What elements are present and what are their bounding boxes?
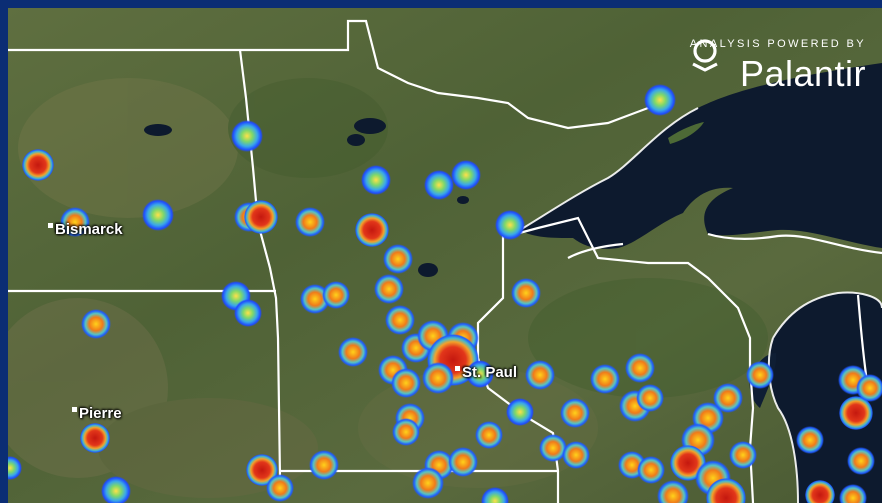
heat-spot[interactable]	[142, 199, 174, 231]
heat-spot[interactable]	[81, 309, 111, 339]
heat-spot[interactable]	[422, 362, 454, 394]
heat-spot[interactable]	[644, 84, 676, 116]
heat-spot[interactable]	[266, 474, 294, 502]
heat-spot[interactable]	[244, 200, 278, 234]
heat-spot[interactable]	[746, 361, 774, 389]
heat-spot[interactable]	[391, 368, 421, 398]
heat-spot[interactable]	[22, 149, 54, 181]
heat-spot[interactable]	[448, 447, 478, 477]
heat-spot[interactable]	[637, 456, 665, 484]
heat-spot[interactable]	[511, 278, 541, 308]
heat-spot[interactable]	[495, 210, 525, 240]
heat-spot[interactable]	[839, 484, 867, 503]
heat-spot[interactable]	[729, 441, 757, 469]
heat-spot[interactable]	[706, 478, 746, 503]
heat-spot[interactable]	[481, 487, 509, 503]
heat-spot[interactable]	[383, 244, 413, 274]
small-lakes	[144, 118, 469, 277]
land-area	[8, 8, 882, 503]
heat-spot[interactable]	[466, 360, 494, 388]
heat-spot[interactable]	[636, 384, 664, 412]
heat-spot[interactable]	[309, 450, 339, 480]
heat-spot[interactable]	[796, 426, 824, 454]
city-label-bismarck: Bismarck	[48, 221, 123, 238]
heat-spot[interactable]	[80, 423, 110, 453]
heatmap-view[interactable]: Bismarck St. Paul Pierre ANALYSIS POWERE…	[8, 8, 882, 503]
heat-spot[interactable]	[657, 480, 689, 503]
heat-spot[interactable]	[847, 447, 875, 475]
heat-spot[interactable]	[374, 274, 404, 304]
palantir-logo-icon	[692, 39, 718, 72]
isle-royale	[668, 122, 704, 144]
heat-spots	[8, 84, 882, 503]
branding: ANALYSIS POWERED BY Palantir	[690, 38, 866, 92]
heat-spot[interactable]	[60, 207, 90, 237]
branding-row: Palantir	[690, 39, 866, 94]
heat-spot[interactable]	[355, 213, 389, 247]
city-label-pierre: Pierre	[72, 405, 122, 422]
branding-tagline: ANALYSIS POWERED BY	[689, 38, 866, 50]
heat-spot[interactable]	[625, 353, 655, 383]
heat-spot[interactable]	[506, 398, 534, 426]
heat-spot[interactable]	[8, 456, 22, 480]
city-label-st-paul: St. Paul	[455, 364, 517, 381]
lake-superior	[520, 63, 882, 249]
heat-spot[interactable]	[392, 418, 420, 446]
heat-spot[interactable]	[451, 160, 481, 190]
city-marker-icon	[455, 366, 460, 371]
heat-spot[interactable]	[539, 434, 567, 462]
city-marker-icon	[72, 407, 77, 412]
heat-spot[interactable]	[560, 398, 590, 428]
shorelines	[519, 107, 882, 503]
heat-spot[interactable]	[338, 337, 368, 367]
heat-spot[interactable]	[562, 441, 590, 469]
heat-spot[interactable]	[856, 374, 882, 402]
map-canvas[interactable]	[8, 8, 882, 503]
heat-spot[interactable]	[525, 360, 555, 390]
heat-spot[interactable]	[101, 476, 131, 503]
heat-spot[interactable]	[361, 165, 391, 195]
heat-spot[interactable]	[246, 454, 278, 486]
heat-spot[interactable]	[805, 480, 835, 503]
heat-spot[interactable]	[322, 281, 350, 309]
city-marker-icon	[48, 223, 53, 228]
heat-spot[interactable]	[424, 170, 454, 200]
heat-spot[interactable]	[839, 396, 873, 430]
heat-spot[interactable]	[412, 467, 444, 499]
heat-spot[interactable]	[475, 421, 503, 449]
heat-spot[interactable]	[234, 299, 262, 327]
heat-spot[interactable]	[385, 305, 415, 335]
heat-spot[interactable]	[590, 364, 620, 394]
branding-name: Palantir	[739, 53, 866, 94]
heat-spot[interactable]	[713, 383, 743, 413]
heat-spot[interactable]	[231, 120, 263, 152]
heat-spot[interactable]	[295, 207, 325, 237]
